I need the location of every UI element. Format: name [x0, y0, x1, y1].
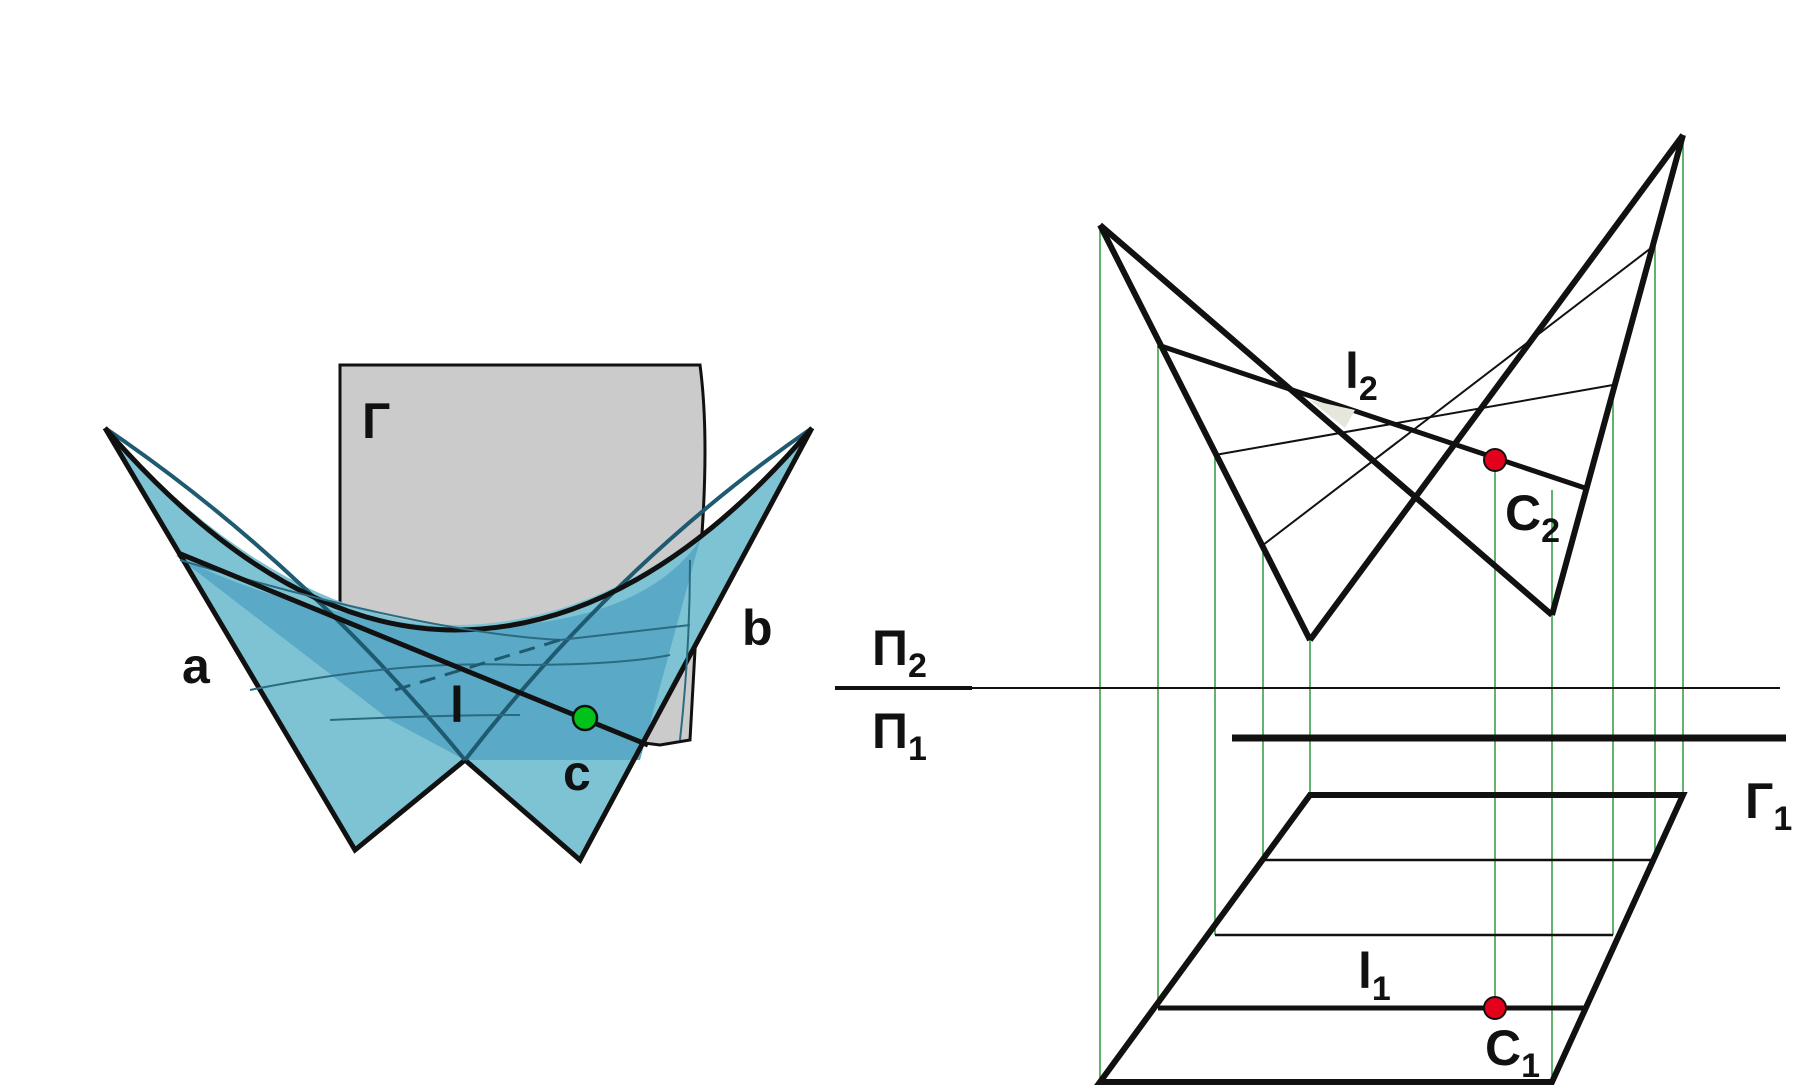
crossing-edge-2 [463, 426, 814, 762]
horizontal-projection [1094, 792, 1688, 1085]
curve-b [463, 426, 815, 864]
hidden-line [394, 638, 561, 692]
point-c1 [1483, 996, 1507, 1020]
label-l2: l2 [1345, 343, 1378, 408]
label-l1: l1 [1358, 943, 1391, 1008]
upper-rim-curve [103, 426, 814, 633]
label-c: c [563, 745, 591, 801]
surface-inner [175, 540, 700, 760]
point-c2 [1483, 448, 1507, 472]
label-l: l [450, 677, 464, 733]
label-b: b [742, 600, 773, 656]
link-lines [1099, 135, 1684, 1082]
label-pi2: П2 [872, 620, 927, 685]
label-c2: C2 [1505, 485, 1560, 550]
label-a: a [182, 638, 211, 694]
label-c1: C1 [1485, 1020, 1540, 1085]
curve-a [102, 426, 467, 854]
frontal-projection [1097, 133, 1686, 642]
left-3d-view: Г a b l c [102, 363, 815, 864]
label-gamma: Г [362, 393, 390, 449]
crossing-edge-1 [103, 426, 467, 762]
right-projection-view: l2 C2 П2 П1 Г1 l1 C1 [835, 133, 1792, 1085]
point-c [571, 704, 599, 732]
label-gamma1: Г1 [1745, 773, 1792, 838]
line-l [177, 550, 649, 748]
label-pi1: П1 [872, 703, 927, 768]
